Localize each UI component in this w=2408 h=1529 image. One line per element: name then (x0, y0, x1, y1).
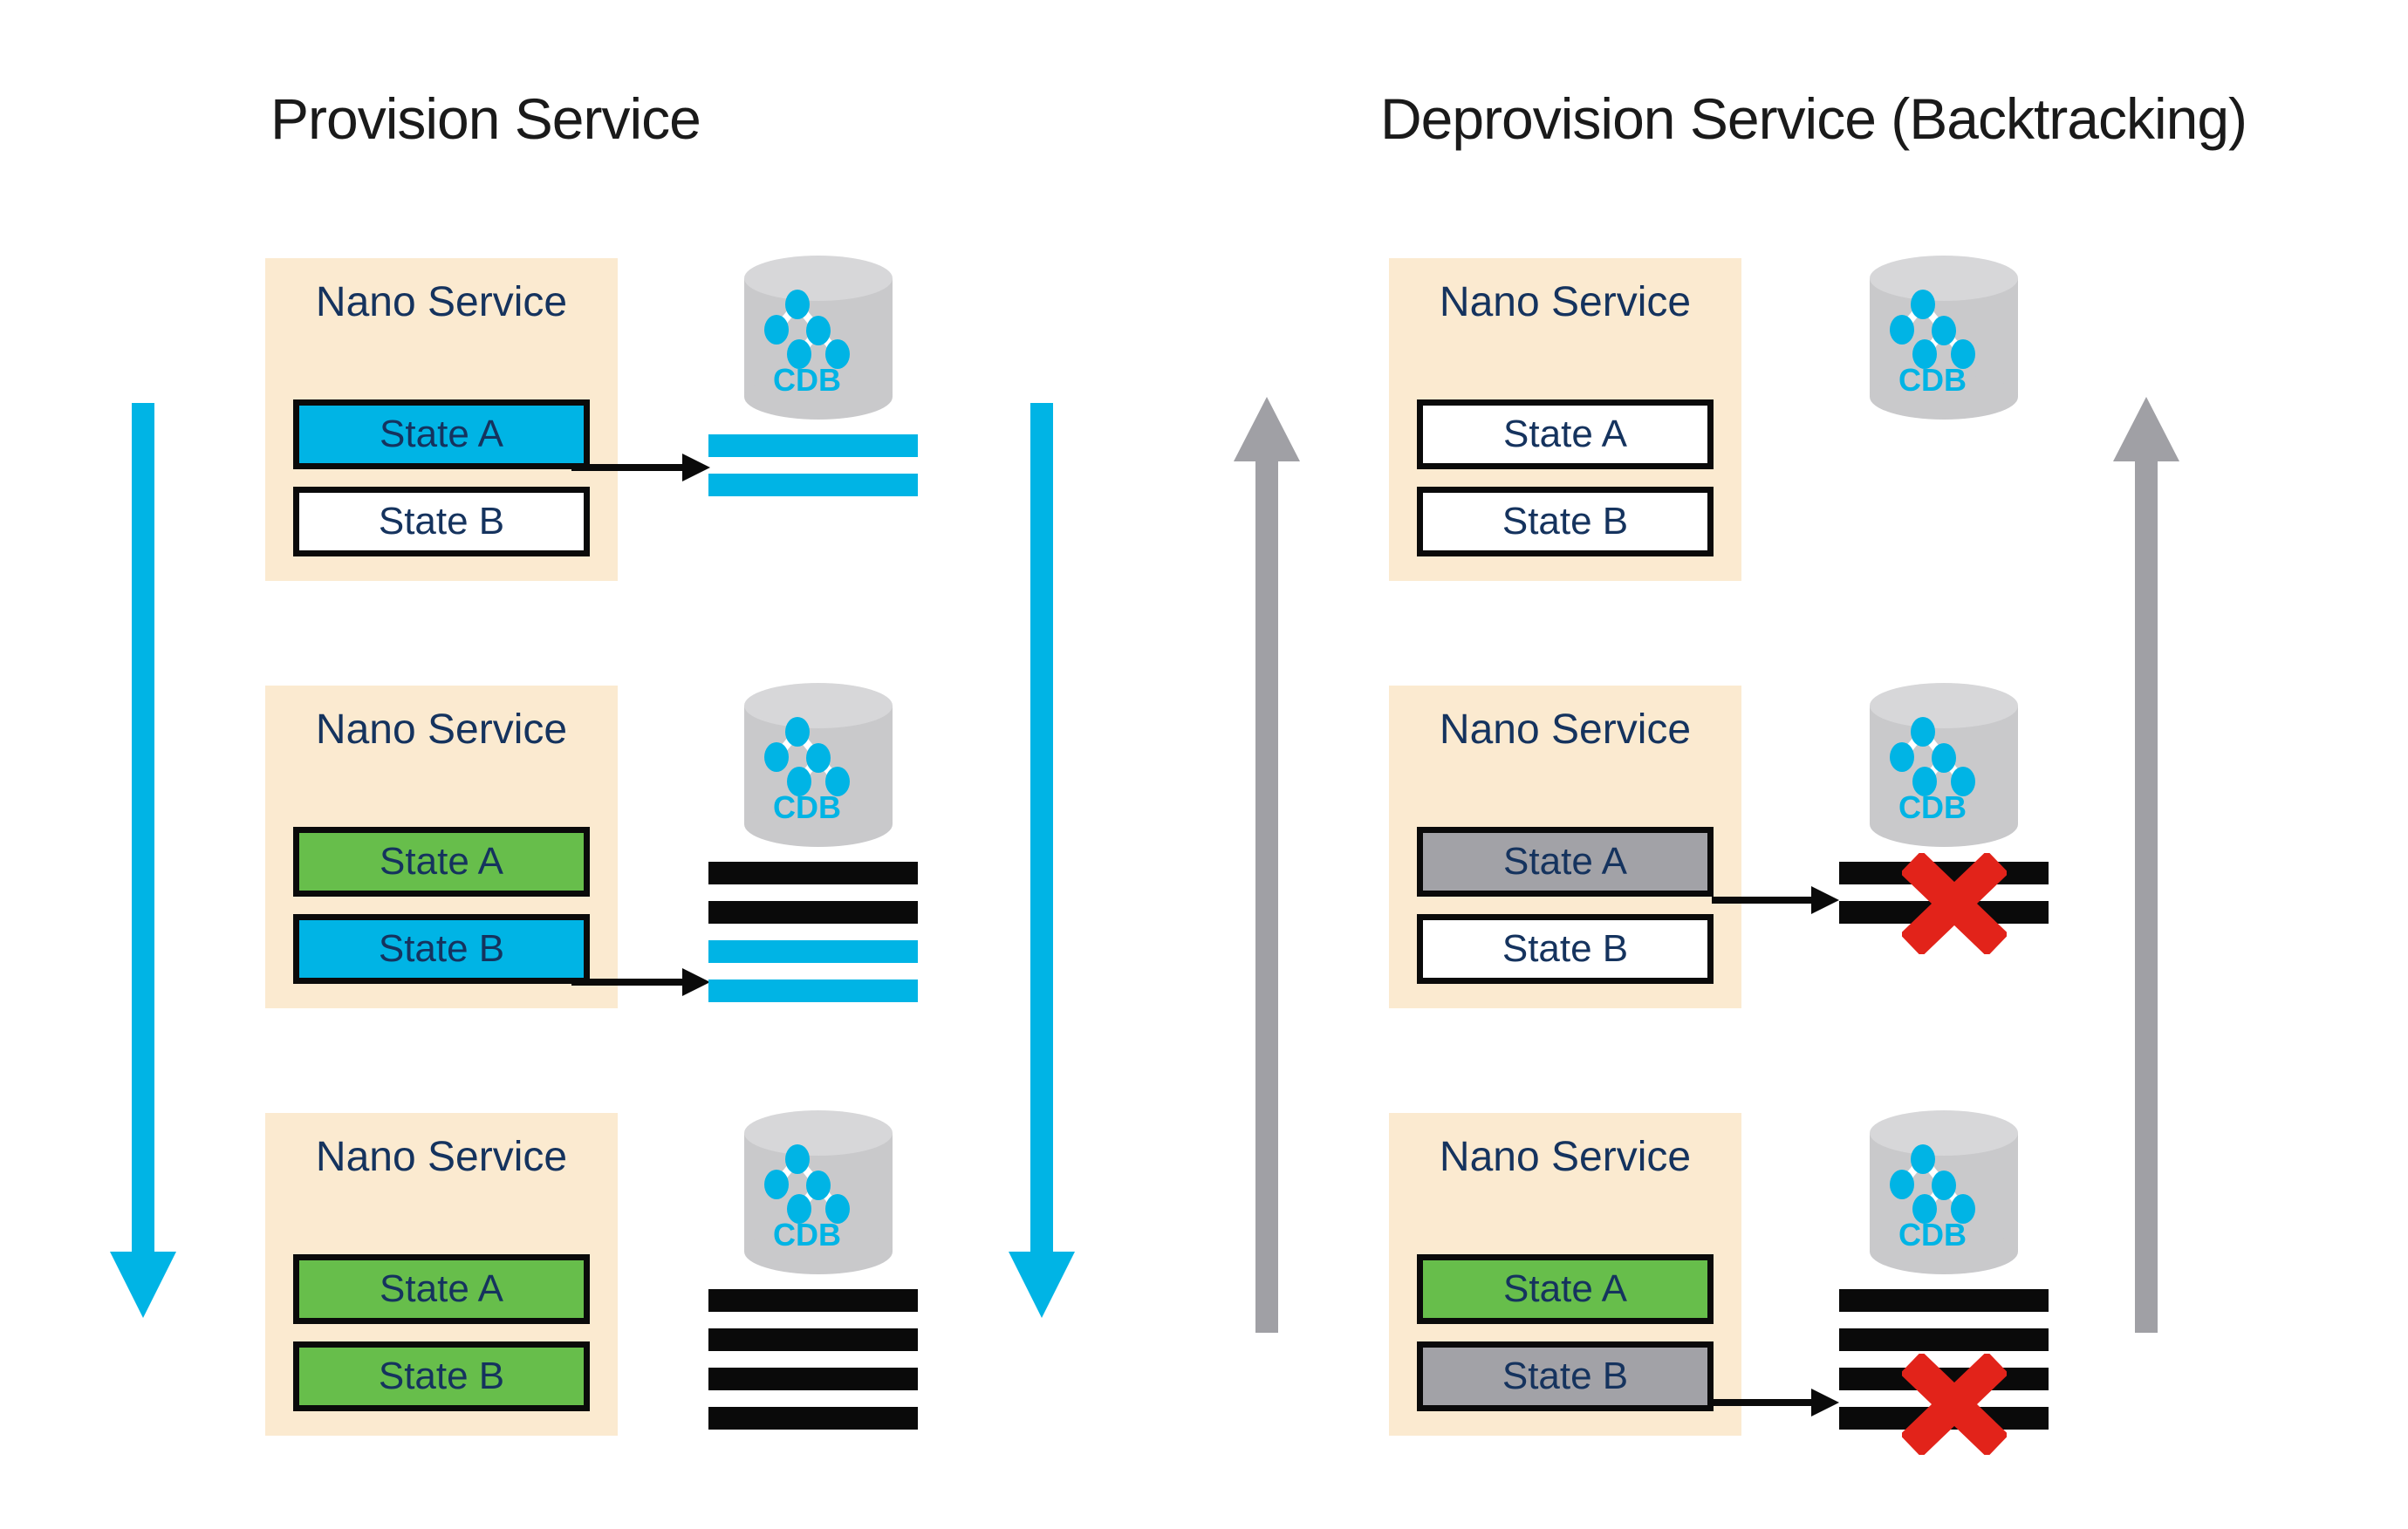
data-stripe (708, 1289, 918, 1312)
delete-arrowhead (1811, 886, 1839, 914)
backtrack-flow-arrowhead-right (2113, 397, 2179, 461)
state-a-box: State A (293, 1254, 590, 1324)
data-stripe (1839, 1289, 2049, 1312)
state-b-box: State B (1417, 1341, 1714, 1411)
provision-flow-arrow-middle (1030, 403, 1053, 1252)
cdb-database-icon: CDB (743, 255, 893, 420)
state-b-label: State B (1502, 927, 1629, 970)
state-b-label: State B (1502, 500, 1629, 543)
state-a-box: State A (293, 827, 590, 897)
commit-arrow (571, 979, 682, 986)
state-a-label: State A (380, 1267, 503, 1310)
cdb-data-stripes (708, 1289, 918, 1430)
data-stripe (708, 980, 918, 1002)
cdb-label: CDB (773, 789, 841, 825)
delete-arrowhead (1811, 1389, 1839, 1416)
state-b-box: State B (293, 914, 590, 984)
nano-service-panel: Nano Service State A State B (1389, 258, 1741, 581)
state-a-box: State A (1417, 399, 1714, 469)
deprovision-title: Deprovision Service (Backtracking) (1380, 86, 2247, 151)
state-a-label: State A (1503, 1267, 1627, 1310)
backtrack-flow-arrowhead-left (1234, 397, 1300, 461)
cdb-database-icon: CDB (743, 682, 893, 848)
data-stripe (708, 1368, 918, 1390)
nano-service-panel: Nano Service State A State B (265, 1113, 618, 1436)
state-a-label: State A (1503, 413, 1627, 455)
state-b-label: State B (378, 500, 505, 543)
data-stripe (708, 1328, 918, 1351)
cdb-database-icon: CDB (743, 1109, 893, 1275)
data-stripe (1839, 1328, 2049, 1351)
panel-title: Nano Service (1439, 1134, 1692, 1180)
state-b-box: State B (293, 487, 590, 556)
nano-service-panel: Nano Service State A State B (265, 686, 618, 1008)
panel-title: Nano Service (315, 706, 568, 753)
cdb-label: CDB (1898, 1217, 1967, 1253)
cdb-label: CDB (1898, 362, 1967, 398)
state-a-box: State A (293, 399, 590, 469)
data-stripe (708, 940, 918, 963)
cdb-database-icon: CDB (1869, 682, 2019, 848)
data-stripe (708, 862, 918, 884)
commit-arrow (571, 464, 682, 471)
state-a-box: State A (1417, 1254, 1714, 1324)
cdb-label: CDB (1898, 789, 1967, 825)
delete-arrow (1712, 897, 1811, 904)
provision-flow-arrow-left (132, 403, 154, 1252)
provision-flow-arrowhead-middle (1009, 1252, 1075, 1318)
state-b-box: State B (1417, 487, 1714, 556)
panel-title: Nano Service (315, 1134, 568, 1180)
state-b-label: State B (378, 927, 505, 970)
backtrack-flow-arrow-left (1255, 461, 1278, 1333)
backtrack-flow-arrow-right (2135, 461, 2158, 1333)
provision-title: Provision Service (270, 86, 701, 151)
cdb-data-stripes (708, 434, 918, 575)
panel-title: Nano Service (315, 279, 568, 325)
cdb-label: CDB (773, 1217, 841, 1253)
state-a-label: State A (380, 413, 503, 455)
commit-arrowhead (682, 968, 710, 996)
state-b-box: State B (293, 1341, 590, 1411)
panel-title: Nano Service (1439, 706, 1692, 753)
state-a-box: State A (1417, 827, 1714, 897)
cdb-database-icon: CDB (1869, 1109, 2019, 1275)
data-stripe (708, 474, 918, 496)
state-a-label: State A (380, 840, 503, 883)
cdb-label: CDB (773, 362, 841, 398)
provision-flow-arrowhead-left (110, 1252, 176, 1318)
data-stripe (708, 434, 918, 457)
state-a-label: State A (1503, 840, 1627, 883)
state-b-label: State B (378, 1355, 505, 1397)
red-x-delete-icon (1902, 853, 2007, 954)
data-stripe (708, 901, 918, 924)
commit-arrowhead (682, 454, 710, 481)
state-b-label: State B (1502, 1355, 1629, 1397)
nano-service-panel: Nano Service State A State B (1389, 1113, 1741, 1436)
state-b-box: State B (1417, 914, 1714, 984)
nano-service-panel: Nano Service State A State B (1389, 686, 1741, 1008)
cdb-database-icon: CDB (1869, 255, 2019, 420)
data-stripe (708, 1407, 918, 1430)
nano-service-panel: Nano Service State A State B (265, 258, 618, 581)
panel-title: Nano Service (1439, 279, 1692, 325)
delete-arrow (1712, 1399, 1811, 1406)
red-x-delete-icon (1902, 1354, 2007, 1455)
cdb-data-stripes (708, 862, 918, 1002)
